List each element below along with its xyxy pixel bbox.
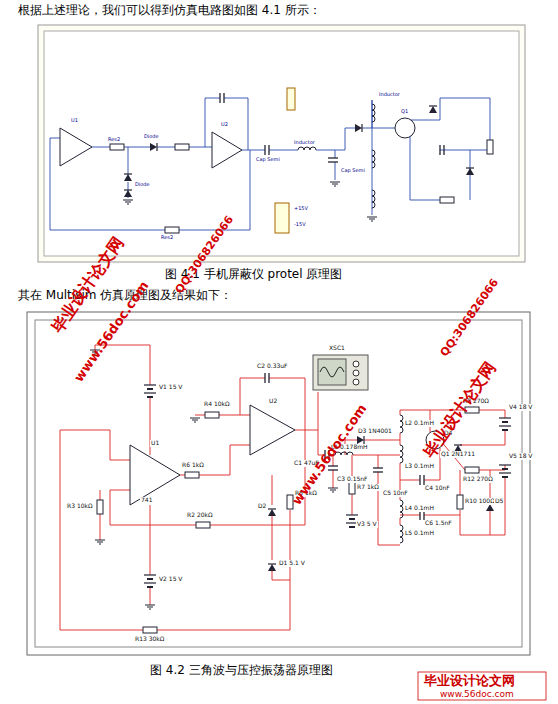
part-label: V3 5 V bbox=[356, 521, 378, 528]
part-label: C3 0.15nF bbox=[336, 476, 369, 483]
part-value: 741 bbox=[140, 497, 153, 504]
logo-url: www.56doc.com bbox=[440, 689, 514, 699]
part-label: R10 100Ω bbox=[464, 498, 496, 505]
part-label: R13 30kΩ bbox=[134, 636, 165, 643]
part-label: C2 0.33uF bbox=[256, 363, 289, 370]
figure-caption: 图 4.2 三角波与压控振荡器原理图 bbox=[150, 664, 333, 678]
body-text: 根据上述理论，我们可以得到仿真电路图如图 4.1 所示： bbox=[18, 4, 321, 18]
part-label: L4 0.1mH bbox=[404, 505, 435, 512]
pin-name: +15V bbox=[293, 206, 309, 212]
multisim-schematic bbox=[27, 312, 530, 655]
part-label: Diode bbox=[134, 182, 151, 188]
part-label: V2 15 V bbox=[158, 576, 183, 583]
part-label: R12 270Ω bbox=[462, 476, 494, 483]
part-label: Inductor bbox=[293, 140, 316, 146]
watermark: QQ:306826066 bbox=[173, 214, 236, 297]
part-label: Res2 bbox=[160, 235, 174, 241]
part-label: L2 0.1mH bbox=[404, 420, 435, 427]
protel-schematic bbox=[38, 25, 525, 262]
part-label: R3 10kΩ bbox=[66, 503, 94, 510]
part-label: C6 1.5nF bbox=[424, 520, 453, 527]
pin-name: -15V bbox=[293, 222, 307, 228]
part-label: D3 1N4001 bbox=[357, 428, 393, 435]
watermark: 毕业设计论文网 bbox=[420, 359, 499, 461]
part-label: C5 10nF bbox=[382, 490, 409, 497]
part-label: V1 15 V bbox=[158, 384, 183, 391]
part-label: L5 0.1mH bbox=[404, 530, 435, 537]
part-label: Inductor bbox=[378, 92, 401, 98]
part-label: C4 10nF bbox=[424, 485, 451, 492]
part-label: Cap Semi bbox=[255, 157, 281, 163]
part-label: U1 bbox=[150, 440, 160, 447]
part-label: D5 bbox=[494, 498, 504, 505]
part-label: V5 18 V bbox=[508, 453, 533, 460]
instrument-label: XSC1 bbox=[328, 345, 346, 352]
part-label: U2 bbox=[268, 398, 278, 405]
part-label: D2 bbox=[257, 503, 267, 510]
part-label: Cap Semi bbox=[340, 168, 366, 174]
part-label: V4 18 V bbox=[508, 404, 533, 411]
watermark: www.56doc.com bbox=[290, 402, 371, 508]
part-label: R4 10kΩ bbox=[203, 401, 231, 408]
watermark: QQ:306826066 bbox=[438, 277, 501, 360]
part-label: L3 0.1mH bbox=[404, 463, 435, 470]
part-label: U1 bbox=[70, 118, 79, 124]
part-label: R2 20kΩ bbox=[186, 512, 214, 519]
logo-frame bbox=[418, 672, 546, 700]
part-label: Q1 bbox=[400, 109, 409, 115]
part-label: Diode bbox=[143, 134, 160, 140]
part-label: Q1 2N1711 bbox=[440, 451, 476, 458]
part-label: Res2 bbox=[107, 137, 121, 143]
part-label: R6 1kΩ bbox=[181, 462, 205, 469]
part-label: R7 1kΩ bbox=[356, 484, 380, 491]
part-label: D1 5.1 V bbox=[278, 560, 306, 567]
part-label: U2 bbox=[220, 122, 229, 128]
logo-text: 毕业设计论文网 bbox=[424, 674, 515, 689]
